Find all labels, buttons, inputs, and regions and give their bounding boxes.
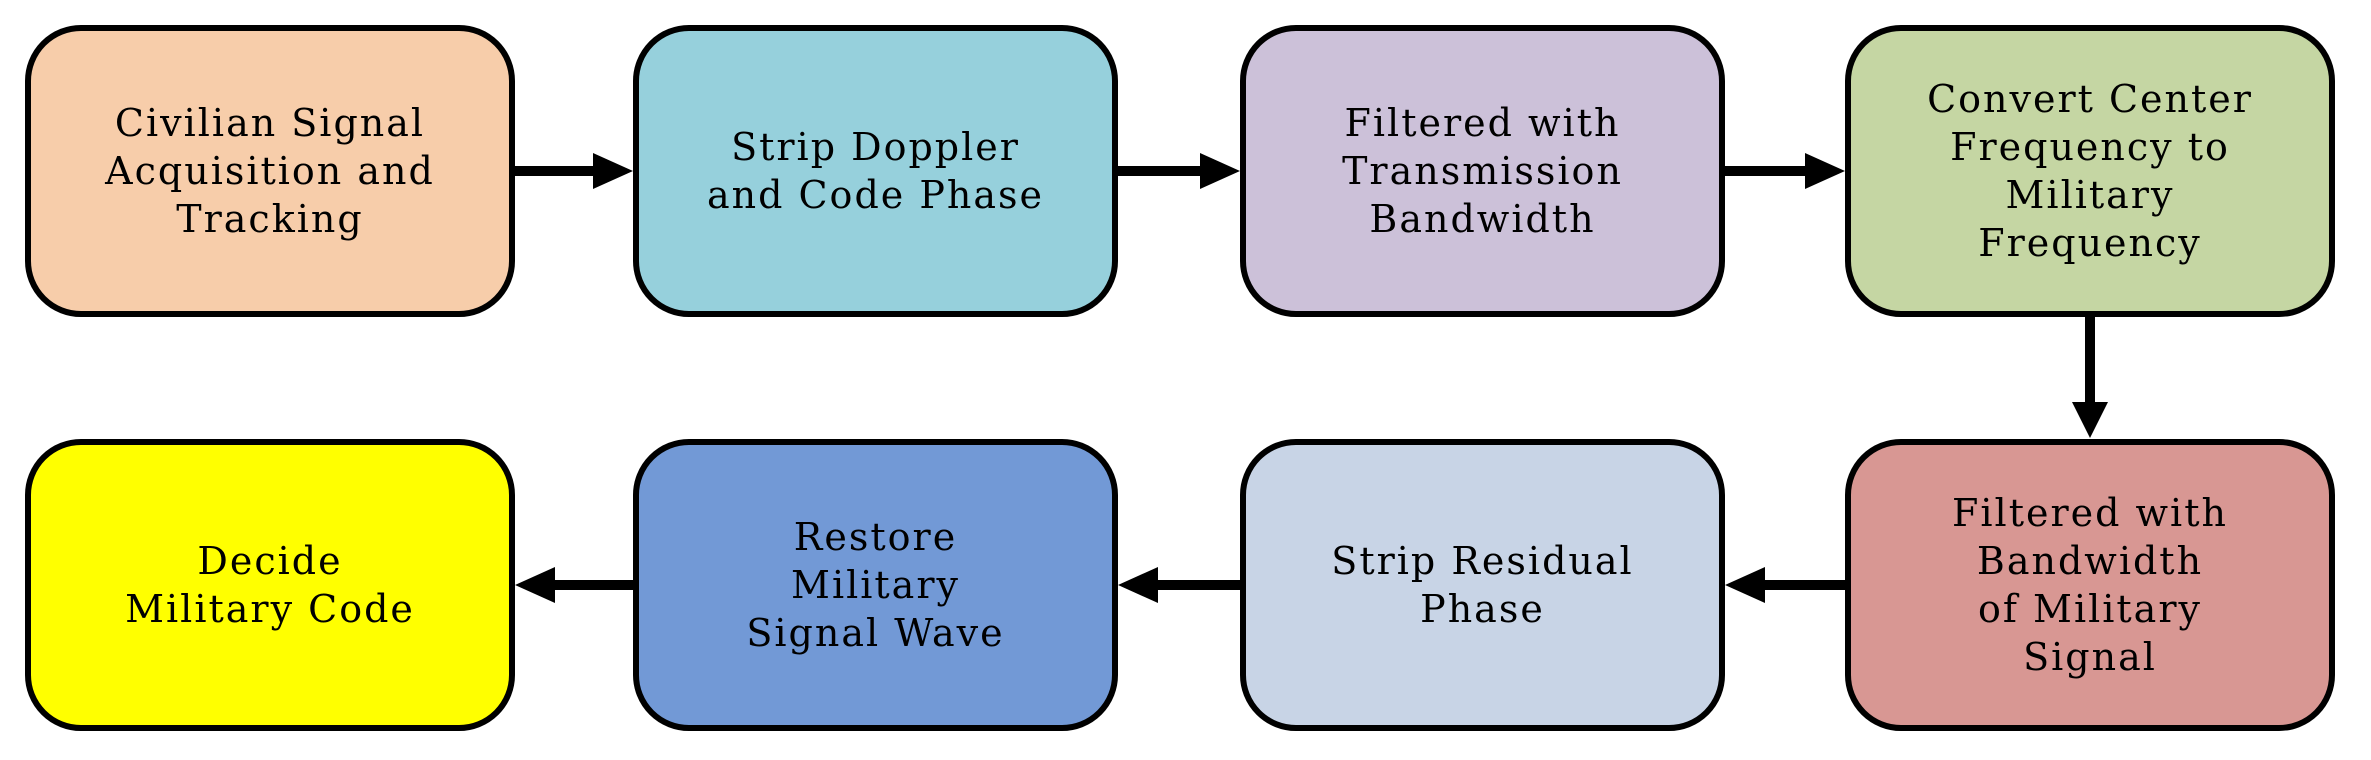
- arrow-head-right-icon: [1805, 153, 1845, 189]
- arrow-head-down-icon: [2072, 402, 2108, 438]
- node-strip-doppler-code-phase: Strip Doppler and Code Phase: [633, 25, 1118, 317]
- node-label: Civilian Signal Acquisition and Tracking: [105, 101, 435, 241]
- arrow-head-right-icon: [593, 153, 633, 189]
- arrow-shaft: [1763, 580, 1845, 590]
- node-filtered-military-bandwidth: Filtered with Bandwidth of Military Sign…: [1845, 439, 2335, 731]
- arrow-shaft: [1725, 166, 1807, 176]
- arrow-head-right-icon: [1200, 153, 1240, 189]
- arrow-shaft: [515, 166, 597, 176]
- arrow-shaft: [553, 580, 633, 590]
- node-label: Filtered with Bandwidth of Military Sign…: [1952, 491, 2228, 679]
- node-label: Strip Doppler and Code Phase: [706, 125, 1045, 217]
- node-convert-center-frequency: Convert Center Frequency to Military Fre…: [1845, 25, 2335, 317]
- node-label: Decide Military Code: [125, 539, 415, 631]
- node-label: Convert Center Frequency to Military Fre…: [1927, 77, 2253, 265]
- node-civilian-signal-acquisition-tracking: Civilian Signal Acquisition and Tracking: [25, 25, 515, 317]
- arrow-head-left-icon: [1725, 567, 1765, 603]
- arrow-head-left-icon: [515, 567, 555, 603]
- arrow-shaft: [1156, 580, 1240, 590]
- arrow-shaft: [2085, 317, 2095, 404]
- node-strip-residual-phase: Strip Residual Phase: [1240, 439, 1725, 731]
- node-label: Strip Residual Phase: [1331, 539, 1634, 631]
- node-label: Restore Military Signal Wave: [746, 515, 1005, 655]
- node-decide-military-code: Decide Military Code: [25, 439, 515, 731]
- arrow-head-left-icon: [1118, 567, 1158, 603]
- node-filtered-transmission-bandwidth: Filtered with Transmission Bandwidth: [1240, 25, 1725, 317]
- node-restore-military-signal-wave: Restore Military Signal Wave: [633, 439, 1118, 731]
- node-label: Filtered with Transmission Bandwidth: [1342, 101, 1623, 241]
- arrow-shaft: [1118, 166, 1202, 176]
